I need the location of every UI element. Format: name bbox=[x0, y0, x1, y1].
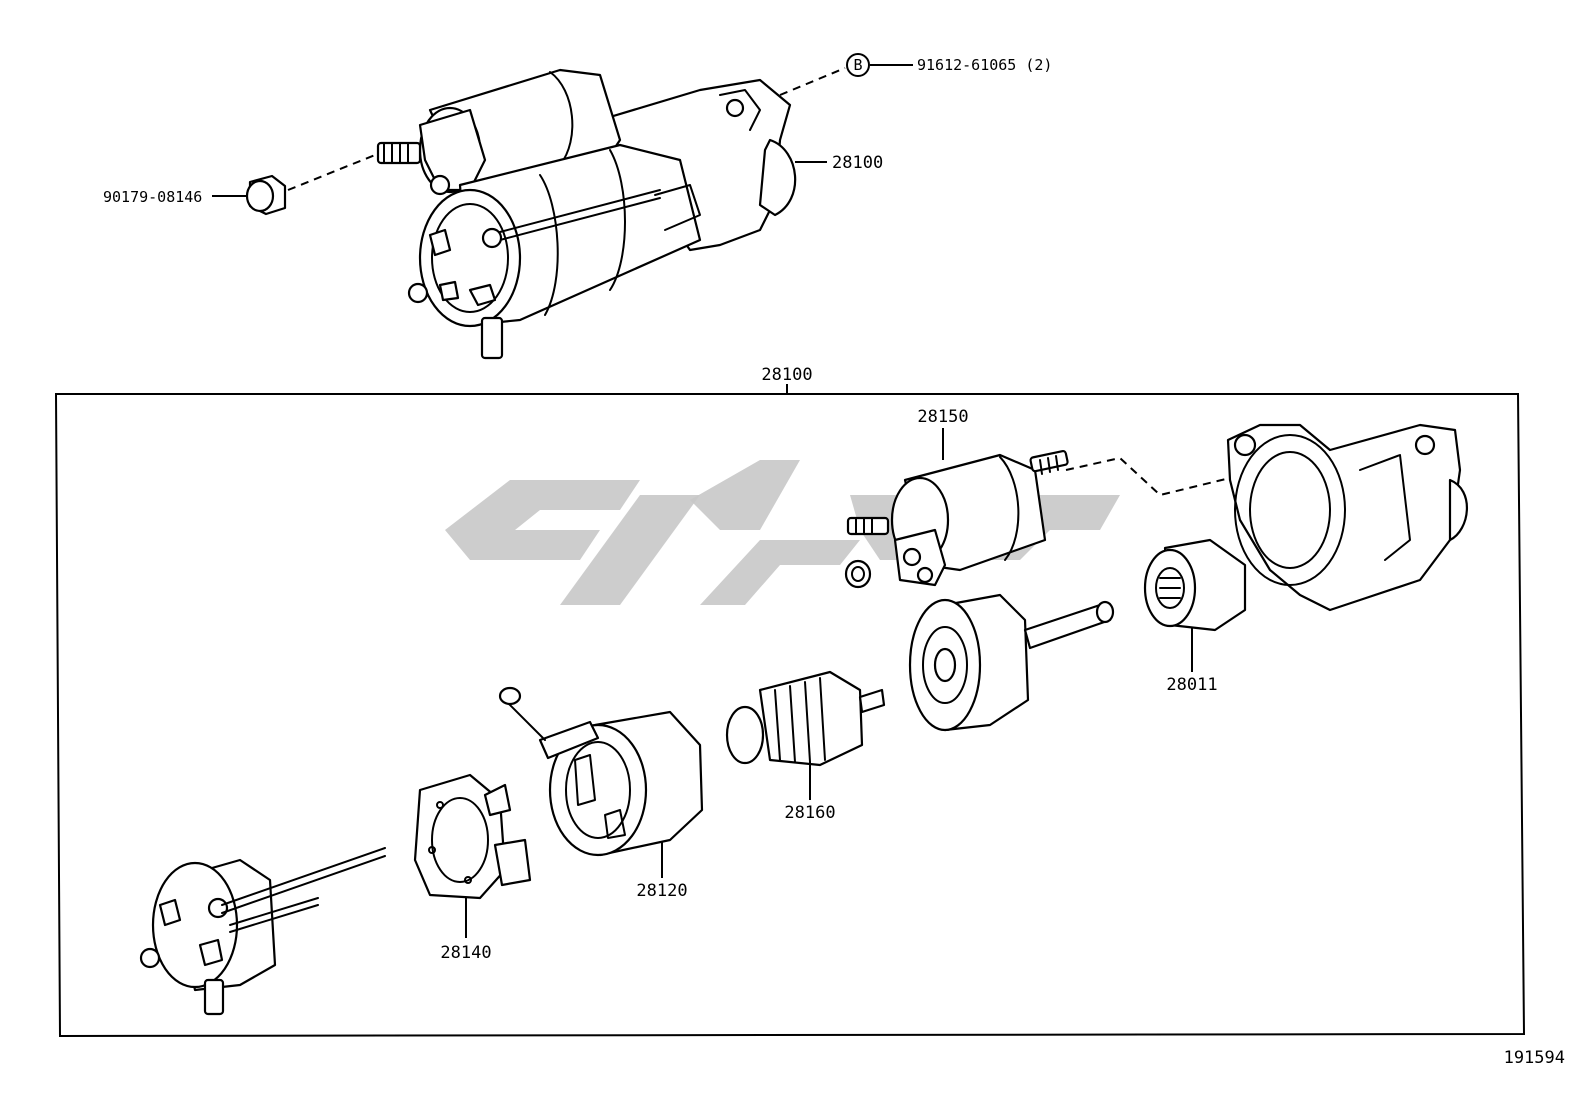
brush-holder-drawing bbox=[413, 773, 532, 900]
end-frame-drawing bbox=[139, 847, 386, 1016]
callout-brush-holder: 28140 bbox=[440, 943, 491, 963]
nut-drawing bbox=[245, 174, 287, 216]
callout-yoke: 28120 bbox=[636, 881, 687, 901]
callout-clutch: 28011 bbox=[1166, 675, 1217, 695]
diagram-id: 191594 bbox=[1504, 1048, 1565, 1068]
callout-assembly-box: 28100 bbox=[761, 365, 812, 385]
callout-solenoid: 28150 bbox=[917, 407, 968, 427]
armature-drawing bbox=[725, 670, 886, 767]
yoke-drawing bbox=[498, 686, 704, 857]
callout-armature: 28160 bbox=[784, 803, 835, 823]
armature-shaft-drawing bbox=[908, 593, 1115, 732]
clutch-drawing bbox=[1143, 538, 1247, 632]
bolt-ref-letter: B bbox=[853, 56, 862, 74]
callout-nut: 90179-08146 bbox=[103, 188, 202, 206]
exploded-view-frame bbox=[54, 393, 1526, 1038]
callout-bolt: 91612-61065 (2) bbox=[917, 56, 1052, 74]
solenoid-nut-drawing bbox=[844, 559, 872, 589]
starter-assembly-drawing bbox=[376, 68, 797, 360]
callout-starter: 28100 bbox=[832, 153, 883, 173]
solenoid-drawing bbox=[846, 449, 1069, 587]
drive-housing-drawing bbox=[1226, 423, 1468, 612]
